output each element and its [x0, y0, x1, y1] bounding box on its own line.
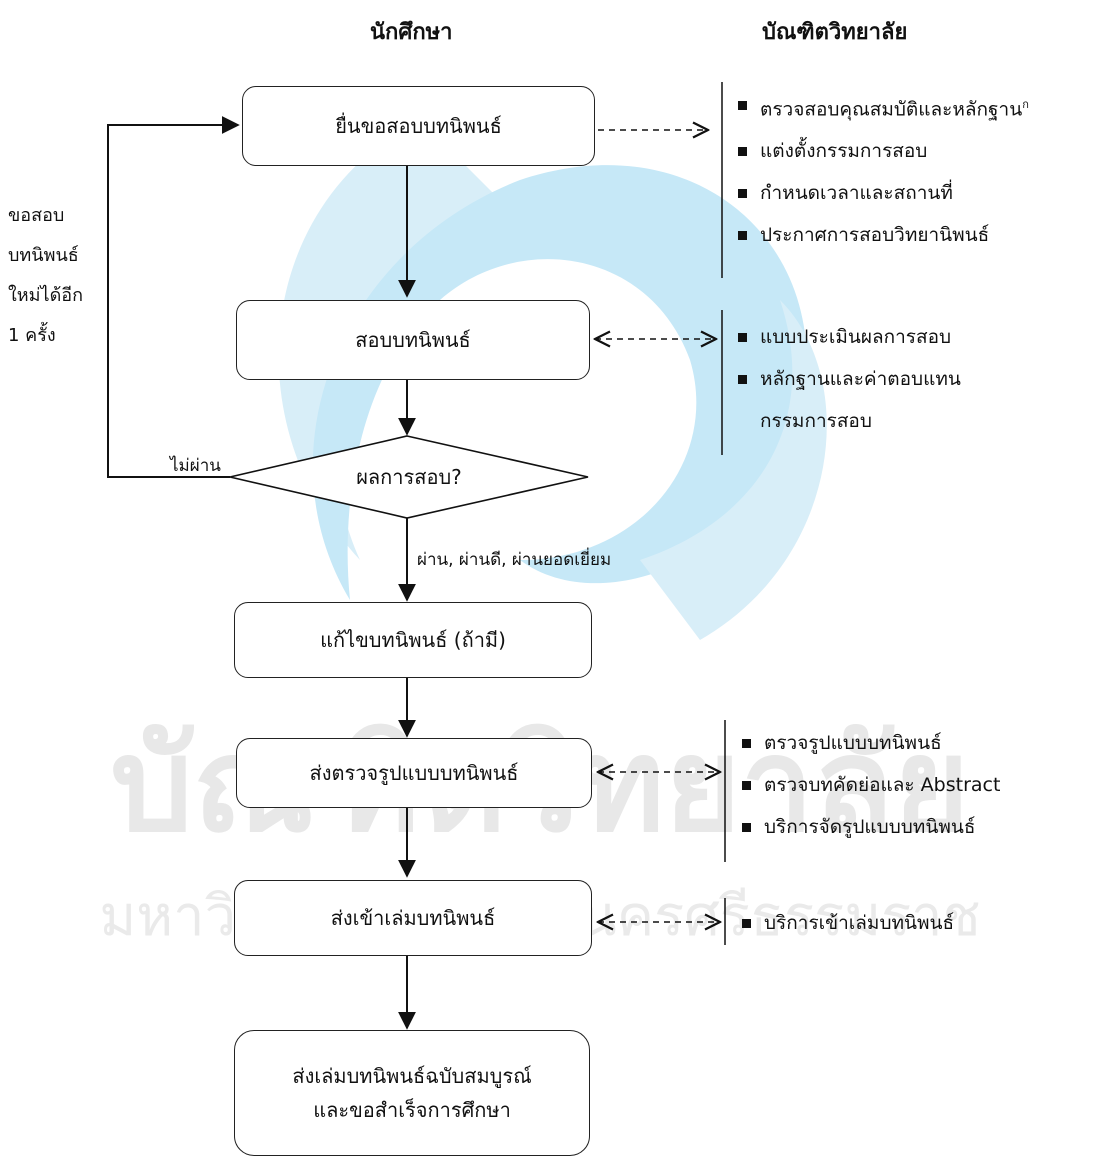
label-pass: ผ่าน, ผ่านดี, ผ่านยอดเยี่ยม	[417, 550, 612, 570]
tasks-exam-list: แบบประเมินผลการสอบ หลักฐานและค่าตอบแทนกร…	[736, 316, 1020, 442]
result-decision-diamond	[229, 435, 589, 519]
step-final-submission-line2: และขอสำเร็จการศึกษา	[313, 1098, 511, 1122]
task-item-text: ตรวจรูปแบบบทนิพนธ์	[764, 732, 942, 754]
task-item: แต่งตั้งกรรมการสอบ	[736, 130, 1029, 172]
task-item: กำหนดเวลาและสถานที่	[736, 172, 1029, 214]
task-item: บริการจัดรูปแบบบทนิพนธ์	[740, 806, 1000, 848]
task-item-text: กำหนดเวลาและสถานที่	[760, 182, 953, 205]
task-item-text: ตรวจบทคัดย่อและ Abstract	[764, 774, 1001, 796]
task-item: ตรวจรูปแบบบทนิพนธ์	[740, 722, 1000, 764]
label-fail: ไม่ผ่าน	[170, 456, 221, 476]
task-item-text: แต่งตั้งกรรมการสอบ	[760, 140, 928, 163]
arrow-fail-loop	[107, 116, 240, 478]
step-revise-thesis: แก้ไขบทนิพนธ์ (ถ้ามี)	[234, 602, 592, 678]
step-revise-thesis-label: แก้ไขบทนิพนธ์ (ถ้ามี)	[320, 628, 506, 652]
tasks-binding-list: บริการเข้าเล่มบทนิพนธ์	[740, 902, 954, 944]
task-item-text: หลักฐานและค่าตอบแทนกรรมการสอบ	[760, 368, 961, 432]
result-decision-label: ผลการสอบ?	[356, 465, 462, 489]
tasks-format-list: ตรวจรูปแบบบทนิพนธ์ ตรวจบทคัดย่อและ Abstr…	[740, 722, 1000, 848]
task-item-text: แบบประเมินผลการสอบ	[760, 326, 952, 348]
step-thesis-exam-label: สอบบทนิพนธ์	[355, 328, 471, 352]
task-item: แบบประเมินผลการสอบ	[736, 316, 1020, 358]
task-item: ตรวจสอบคุณสมบัติและหลักฐานก	[736, 84, 1029, 130]
step-binding-label: ส่งเข้าเล่มบทนิพนธ์	[330, 906, 496, 930]
step-format-check: ส่งตรวจรูปแบบบทนิพนธ์	[236, 738, 592, 808]
retry-note: ขอสอบ บทนิพนธ์ ใหม่ได้อีก 1 ครั้ง	[8, 196, 83, 356]
retry-note-line: 1 ครั้ง	[8, 325, 56, 346]
step-final-submission: ส่งเล่มบทนิพนธ์ฉบับสมบูรณ์ และขอสำเร็จกา…	[234, 1030, 590, 1156]
step-thesis-exam: สอบบทนิพนธ์	[236, 300, 590, 380]
task-item-text: ตรวจสอบคุณสมบัติและหลักฐาน	[760, 98, 1023, 121]
step-submit-request: ยื่นขอสอบบทนิพนธ์	[242, 86, 595, 166]
header-graduate-school: บัณฑิตวิทยาลัย	[762, 20, 908, 45]
tasks-submit-list: ตรวจสอบคุณสมบัติและหลักฐานก แต่งตั้งกรรม…	[736, 84, 1029, 256]
task-item-text: ประกาศการสอบวิทยานิพนธ์	[760, 224, 990, 247]
task-item: ตรวจบทคัดย่อและ Abstract	[740, 764, 1000, 806]
step-submit-request-label: ยื่นขอสอบบทนิพนธ์	[335, 114, 502, 138]
step-final-submission-line1: ส่งเล่มบทนิพนธ์ฉบับสมบูรณ์	[292, 1064, 532, 1088]
step-binding: ส่งเข้าเล่มบทนิพนธ์	[234, 880, 592, 956]
task-footnote-marker: ก	[1022, 98, 1029, 111]
retry-note-line: ขอสอบ	[8, 205, 65, 226]
task-item-text: บริการจัดรูปแบบบทนิพนธ์	[764, 816, 976, 838]
header-student: นักศึกษา	[370, 20, 453, 45]
task-item: ประกาศการสอบวิทยานิพนธ์	[736, 214, 1029, 256]
retry-note-line: บทนิพนธ์	[8, 245, 79, 266]
task-item-text: บริการเข้าเล่มบทนิพนธ์	[764, 912, 955, 934]
task-item: หลักฐานและค่าตอบแทนกรรมการสอบ	[736, 358, 1020, 442]
retry-note-line: ใหม่ได้อีก	[8, 285, 83, 306]
step-format-check-label: ส่งตรวจรูปแบบบทนิพนธ์	[309, 761, 519, 785]
task-item: บริการเข้าเล่มบทนิพนธ์	[740, 902, 954, 944]
